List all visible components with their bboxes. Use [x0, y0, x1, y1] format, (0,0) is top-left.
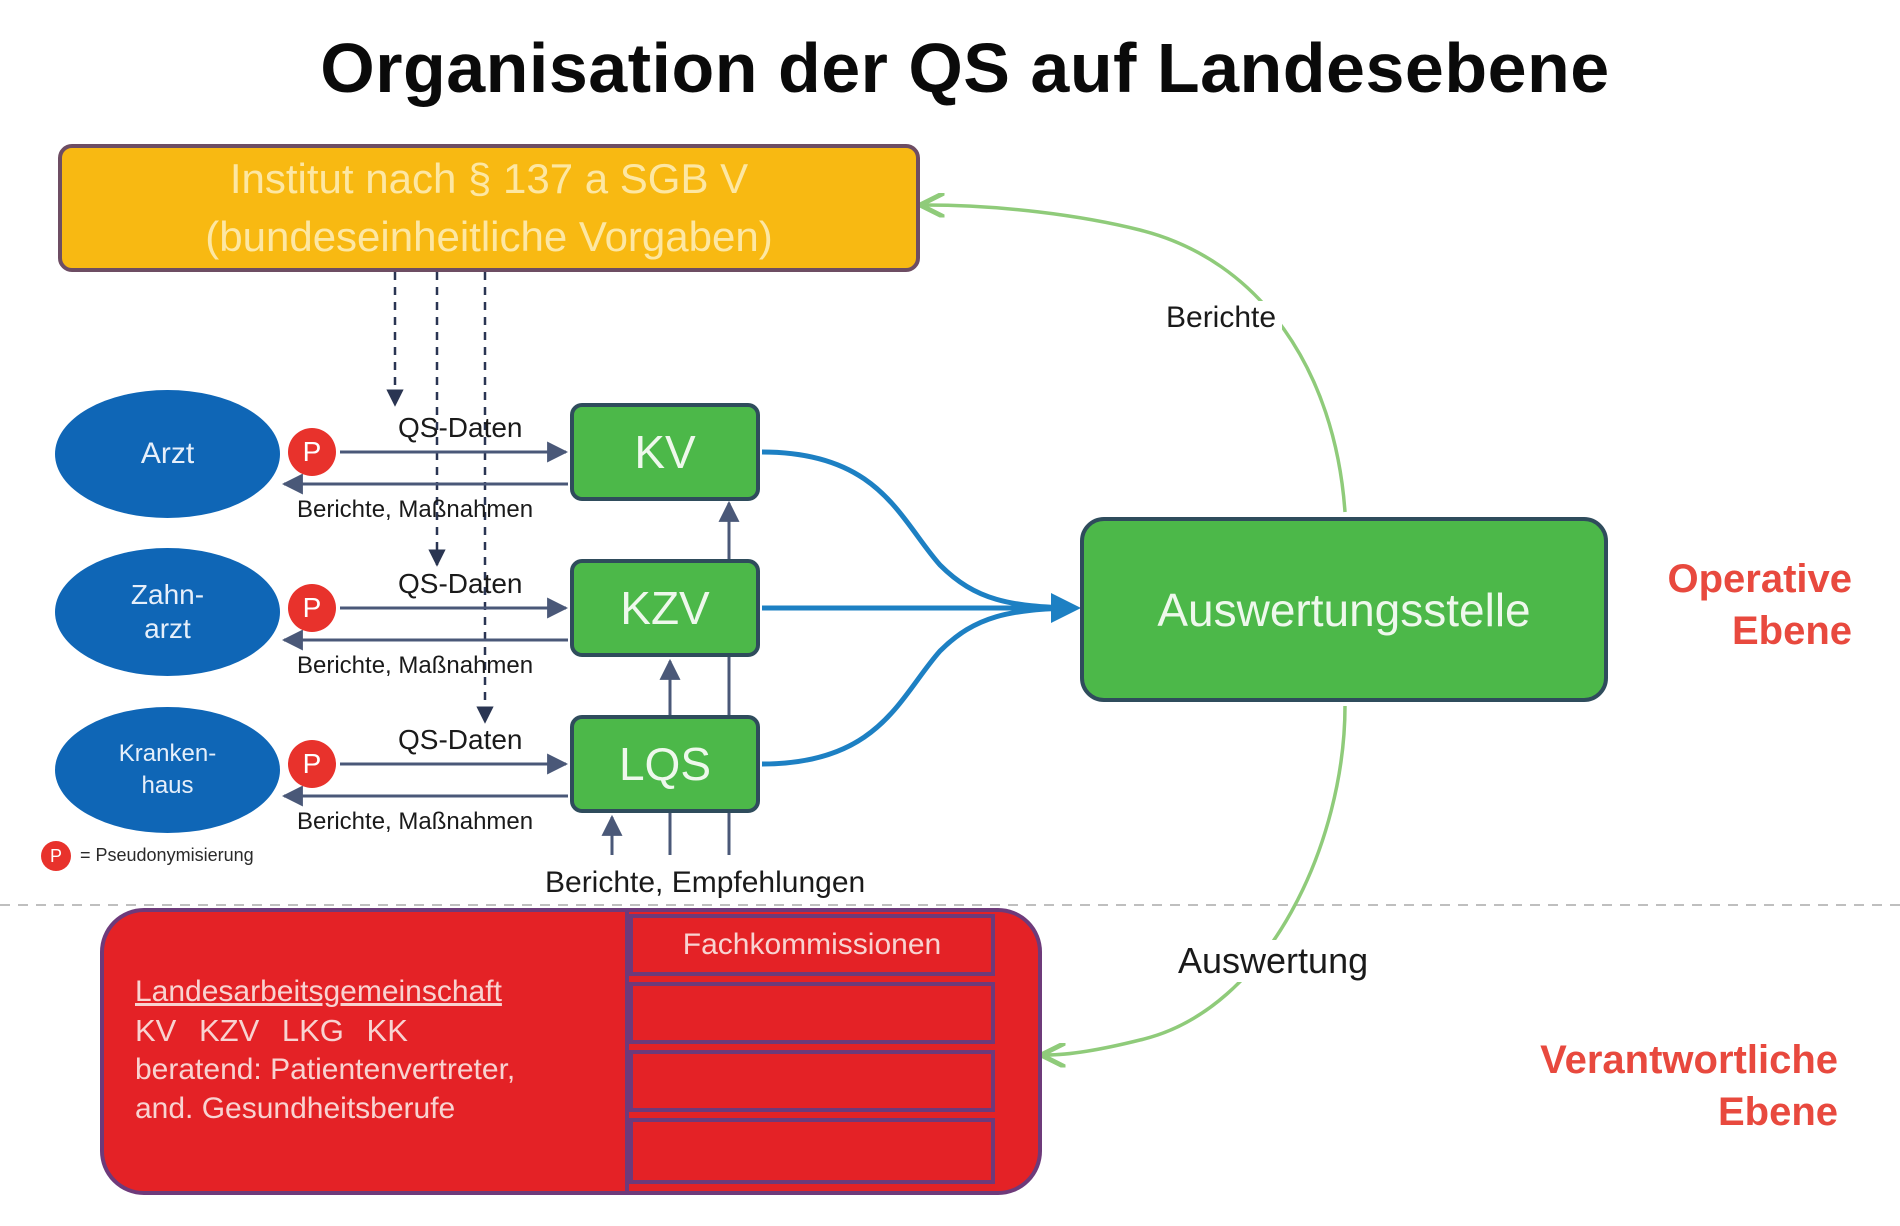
node-auswertungsstelle: Auswertungsstelle [1080, 517, 1608, 702]
auswertung-edge-label: Auswertung [1172, 940, 1375, 982]
lqs-to-auswertung-curve [761, 605, 1076, 767]
provider-krankenhaus-label-2: haus [141, 772, 194, 799]
qs-daten-label-arzt: QS-Daten [398, 412, 523, 443]
legend-text: = Pseudonymisierung [80, 845, 254, 865]
kv-to-auswertung-curve [761, 449, 1076, 611]
berichte-empfehlungen-label: Berichte, Empfehlungen [545, 866, 866, 899]
landesarbeitsgemeinschaft-text: Landesarbeitsgemeinschaft KV KZV LKG KK … [135, 972, 515, 1128]
institut-line2: (bundeseinheitliche Vorgaben) [205, 213, 773, 260]
fachkommissionen-column [625, 908, 1001, 1195]
provider-zahnarzt-label-2: arzt [144, 613, 191, 644]
level-label-verantwortliche: Verantwortliche Ebene [1440, 1034, 1838, 1138]
provider-zahnarzt-label-1: Zahn- [130, 579, 205, 610]
provider-arzt-label: Arzt [140, 437, 195, 470]
lag-members: KV KZV LKG KK [135, 1013, 408, 1048]
provider-krankenhaus-label-1: Kranken- [118, 740, 217, 767]
berichte-feedback-arrow [925, 205, 1347, 513]
legend-pseudonym-marker: P [41, 841, 71, 871]
level-operative-line1: Operative [1667, 557, 1852, 601]
pseudonym-marker-arzt: P [288, 428, 336, 476]
auswertung-feedback-arrow [1046, 705, 1347, 1055]
level-label-operative: Operative Ebene [1540, 553, 1852, 657]
berichte-massnahmen-label-krankenhaus: Berichte, Maßnahmen [297, 808, 534, 835]
pseudonym-marker-krankenhaus: P [288, 740, 336, 788]
provider-zahnarzt: Zahn- arzt [55, 548, 280, 676]
qs-daten-label-zahnarzt: QS-Daten [398, 568, 523, 599]
fachkommission-slot [629, 1050, 995, 1112]
institut-line1: Institut nach § 137 a SGB V [229, 155, 749, 202]
berichte-massnahmen-label-zahnarzt: Berichte, Maßnahmen [297, 652, 534, 679]
node-kzv: KZV [570, 559, 760, 657]
qs-daten-label-krankenhaus: QS-Daten [398, 724, 523, 755]
berichte-massnahmen-label-arzt: Berichte, Maßnahmen [297, 496, 534, 523]
provider-arzt: Arzt [55, 390, 280, 518]
berichte-edge-label: Berichte [1160, 301, 1283, 335]
level-operative-line2: Ebene [1731, 609, 1852, 653]
fachkommission-slot [629, 1118, 995, 1184]
level-verantwortliche-line2: Ebene [1717, 1090, 1838, 1134]
provider-krankenhaus: Kranken- haus [55, 707, 280, 833]
lag-advisory-line2: and. Gesundheitsberufe [135, 1092, 456, 1125]
lag-advisory-line1: beratend: Patientenvertreter, [135, 1053, 516, 1086]
fachkommission-slot [629, 982, 995, 1044]
node-lqs: LQS [570, 715, 760, 813]
node-kv: KV [570, 403, 760, 501]
institut-box: Institut nach § 137 a SGB V (bundeseinhe… [58, 144, 920, 272]
pseudonym-marker-zahnarzt: P [288, 584, 336, 632]
level-verantwortliche-line1: Verantwortliche [1540, 1038, 1838, 1082]
fachkommissionen-header: Fachkommissionen [629, 914, 995, 976]
page-title: Organisation der QS auf Landesebene [320, 29, 1610, 107]
lag-title: Landesarbeitsgemeinschaft [135, 975, 502, 1008]
